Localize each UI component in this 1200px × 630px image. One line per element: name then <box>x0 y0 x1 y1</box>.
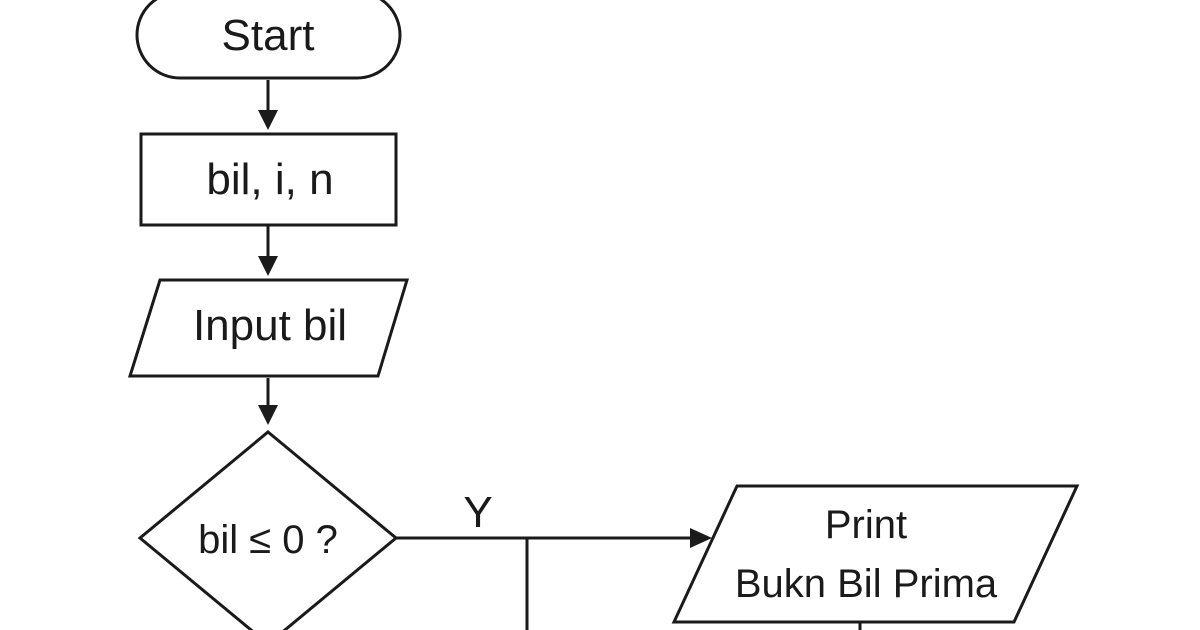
arrow-input-to-decision <box>258 378 278 425</box>
decision-node: bil ≤ 0 ? <box>137 430 399 630</box>
output-label-line1: Print <box>825 503 907 547</box>
start-node: Start <box>135 0 402 80</box>
declare-label: bil, i, n <box>206 155 333 204</box>
arrow-start-to-declare <box>258 80 278 130</box>
input-node: Input bil <box>127 278 410 378</box>
declare-node: bil, i, n <box>139 132 398 227</box>
output-node: Print Bukn Bil Prima <box>671 484 1080 624</box>
decision-label: bil ≤ 0 ? <box>198 518 338 562</box>
arrow-declare-to-input <box>258 226 278 276</box>
arrow-yes-to-output <box>396 528 712 548</box>
output-label-line2: Bukn Bil Prima <box>735 562 998 606</box>
start-label: Start <box>222 11 315 60</box>
input-label: Input bil <box>193 301 347 350</box>
yes-branch-label: Y <box>463 488 492 537</box>
